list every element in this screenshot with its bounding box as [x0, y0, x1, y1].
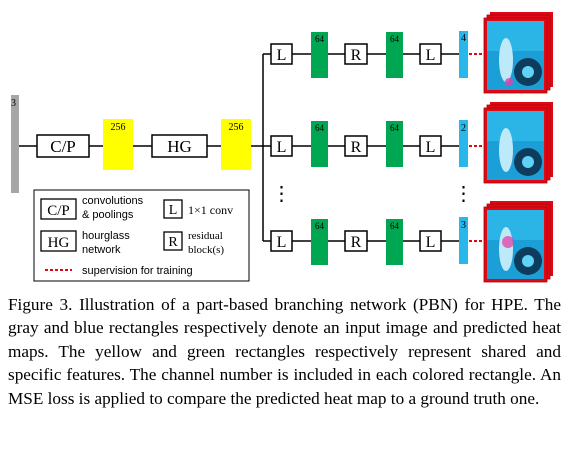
heatmap-bar: [459, 217, 468, 264]
branch-conv1-label: L: [277, 234, 287, 251]
heatmap-channels: 4: [461, 33, 466, 44]
branch-conv1-label: L: [277, 139, 287, 156]
figure-caption: Figure 3. Illustration of a part-based b…: [8, 295, 561, 408]
ground-truth-joint-blob: [502, 236, 514, 248]
legend-supervision-text: supervision for training: [82, 265, 193, 277]
residual-block-label: R: [351, 139, 362, 156]
ground-truth-image-shade: [487, 210, 544, 240]
ground-truth-wheel-hub: [522, 66, 534, 78]
legend-r-text-line2: block(s): [188, 244, 224, 256]
input-image-bar: [11, 95, 19, 193]
residual-block-label: R: [351, 47, 362, 64]
legend-cp-symbol: C/P: [47, 203, 70, 219]
legend-l-text: 1×1 conv: [188, 203, 233, 217]
ground-truth-wheel-hub: [522, 255, 534, 267]
ground-truth-image-shade: [487, 21, 544, 51]
legend-hg-symbol: HG: [48, 235, 70, 251]
specific-feature-2-channels: 64: [390, 34, 400, 44]
ground-truth-heatmap-stack: [483, 201, 553, 283]
legend-r-text-line1: residual: [188, 230, 223, 242]
shared-feature-1-channels: 256: [111, 122, 126, 133]
branch-conv1-label: L: [277, 47, 287, 64]
input-channel-label: 3: [11, 98, 16, 109]
specific-feature-1-channels: 64: [315, 34, 325, 44]
specific-feature-1-channels: 64: [315, 123, 325, 133]
branch-conv2-label: L: [426, 47, 436, 64]
ground-truth-heatmap-stack: [483, 12, 553, 94]
specific-feature-2: [386, 121, 403, 167]
cp-block-label: C/P: [50, 137, 76, 156]
specific-feature-1: [311, 219, 328, 265]
legend-l-symbol: L: [169, 203, 178, 218]
branch-ellipsis-right: ⋮: [454, 183, 474, 205]
legend-cp-symbol-box: [40, 198, 77, 220]
branch-ellipsis-left: ⋮: [272, 183, 292, 205]
legend-cp-text-line2: & poolings: [82, 209, 134, 221]
heatmap-channels: 2: [461, 123, 466, 134]
legend-r-symbol: R: [168, 235, 178, 250]
branch-1: L 64 R 64 L 2: [263, 102, 553, 184]
branch-2: L 64 R 64 L 3: [263, 201, 553, 283]
ground-truth-heatmap-stack: [483, 102, 553, 184]
legend-hg-symbol-box: [40, 230, 77, 252]
residual-block-label: R: [351, 234, 362, 251]
branch-0: L 64 R 64 L 4: [263, 12, 553, 94]
hg-block-label: HG: [167, 137, 192, 156]
ground-truth-joint-blob: [505, 78, 513, 86]
specific-feature-2-channels: 64: [390, 123, 400, 133]
shared-feature-2-channels: 256: [229, 122, 244, 133]
shared-feature-2: [221, 119, 251, 170]
legend-l-symbol-box: [163, 199, 183, 219]
ground-truth-wheel-hub: [522, 156, 534, 168]
pbn-diagram: 3 C/P 256 HG 256 L 64 R 64 L 4: [11, 12, 553, 283]
legend-r-symbol-box: [163, 231, 183, 251]
heatmap-bar: [459, 31, 468, 78]
specific-feature-2: [386, 32, 403, 78]
specific-feature-1-channels: 64: [315, 221, 325, 231]
specific-feature-1: [311, 32, 328, 78]
shared-feature-1: [103, 119, 133, 170]
ground-truth-person: [499, 227, 513, 271]
legend: C/P convolutions & poolings L 1×1 conv H…: [33, 189, 250, 282]
legend-hg-text-line1: hourglass: [82, 230, 130, 242]
branch-conv2-label: L: [426, 139, 436, 156]
ground-truth-person: [499, 128, 513, 172]
specific-feature-2: [386, 219, 403, 265]
specific-feature-1: [311, 121, 328, 167]
specific-feature-2-channels: 64: [390, 221, 400, 231]
ground-truth-image-shade: [487, 111, 544, 141]
legend-hg-text-line2: network: [82, 244, 121, 256]
legend-cp-text-line1: convolutions: [82, 195, 144, 207]
heatmap-bar: [459, 120, 468, 167]
ground-truth-person: [499, 38, 513, 82]
branch-conv2-label: L: [426, 234, 436, 251]
heatmap-channels: 3: [461, 220, 466, 231]
